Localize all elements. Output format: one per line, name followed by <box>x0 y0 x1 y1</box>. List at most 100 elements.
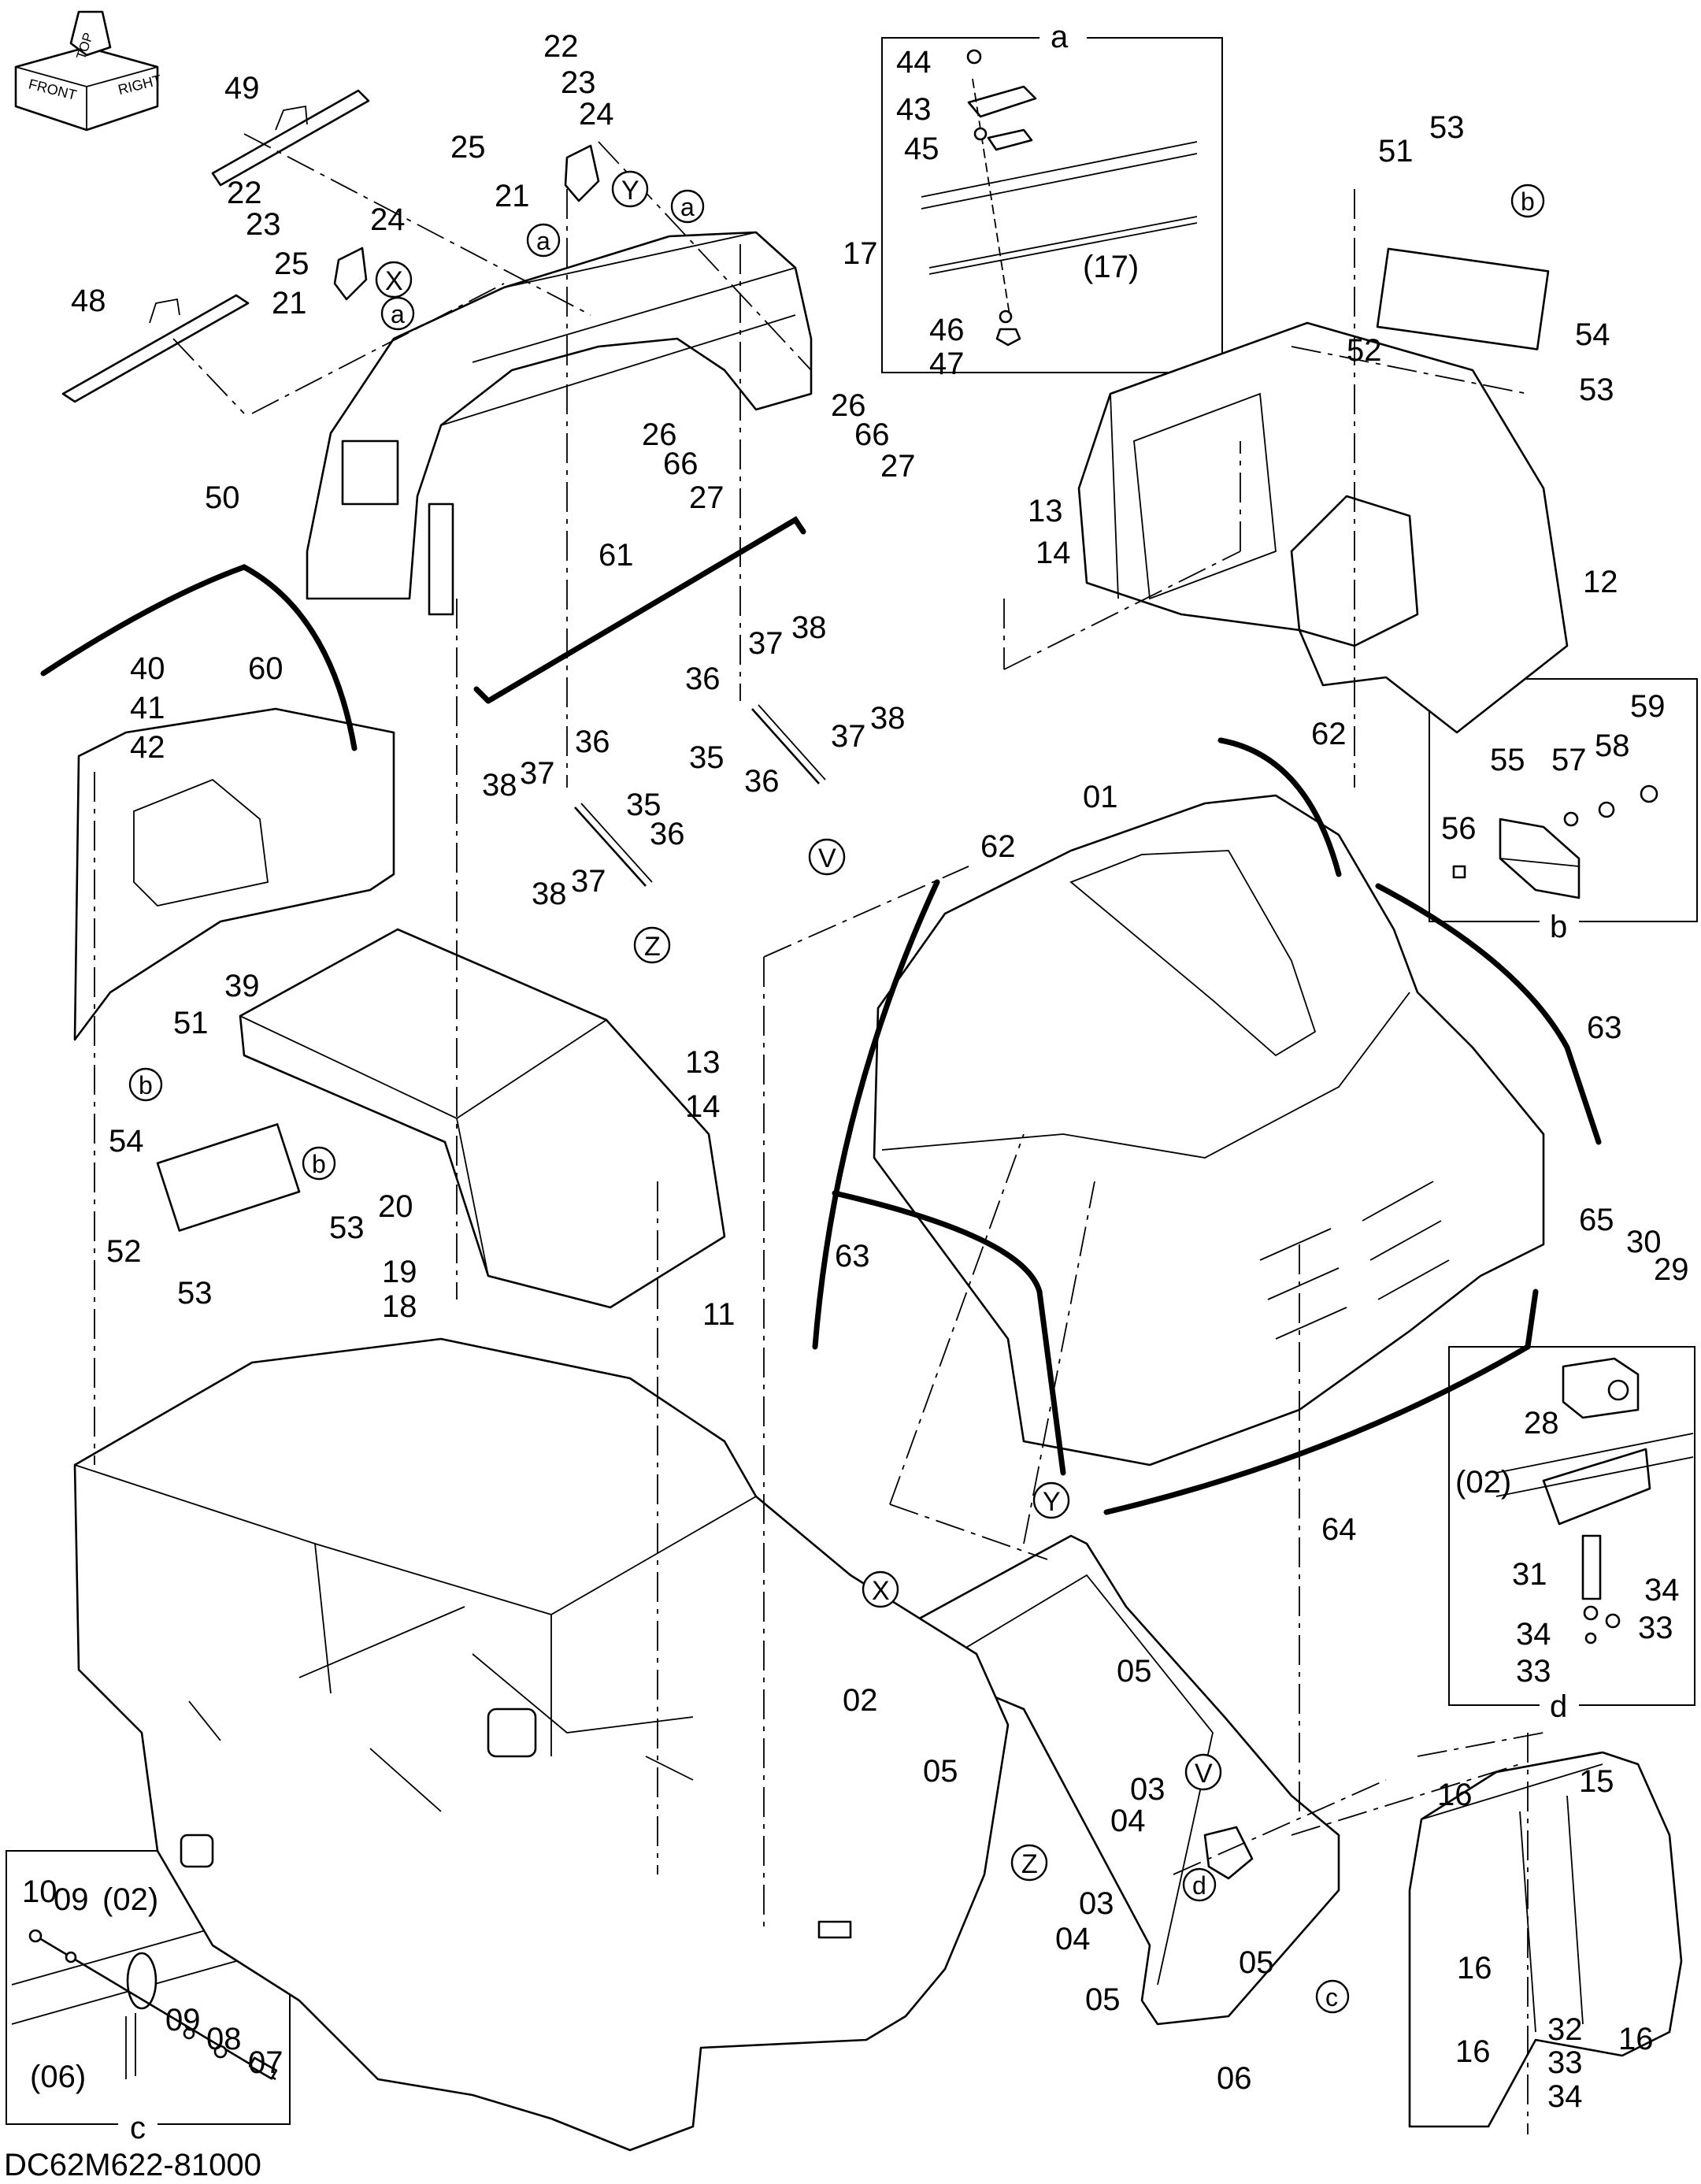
ref-circle-d-label: d <box>1192 1871 1206 1900</box>
part-label-66b: 66 <box>663 447 699 481</box>
ref-circle-y-upper <box>611 170 649 208</box>
part-label-38c: 38 <box>482 768 517 803</box>
ref-circle-x-lower-label: X <box>872 1576 890 1606</box>
part-label-62b: 62 <box>980 829 1016 864</box>
floor-cover-11 <box>239 928 726 1309</box>
ref-circle-z-upper-label: Z <box>644 932 661 962</box>
part-label-58: 58 <box>1595 729 1630 763</box>
part-label-34a: 34 <box>1644 1573 1680 1607</box>
chassis-frame <box>73 1337 1010 2152</box>
leader-lines <box>94 133 1544 2134</box>
hood-frame-02 <box>896 1534 1340 2026</box>
part-label-33b: 33 <box>1516 1654 1551 1689</box>
part-label-37b: 37 <box>831 719 866 754</box>
part-label-31: 31 <box>1512 1557 1547 1592</box>
ref-circles: X Y Z V X Y Z V a a a b b b c d <box>128 170 1545 2014</box>
part-label-63a: 63 <box>1587 1010 1622 1045</box>
callout-label-d: d <box>1550 1689 1567 1724</box>
part-label-19: 19 <box>382 1255 417 1289</box>
part-label-02ref-d: (02) <box>1455 1465 1511 1500</box>
part-label-30: 30 <box>1626 1225 1662 1259</box>
part-label-37d: 37 <box>571 864 606 899</box>
part-label-05b: 05 <box>923 1754 958 1789</box>
part-label-53c: 53 <box>1429 110 1465 145</box>
part-label-22a: 22 <box>543 29 579 64</box>
ref-circle-d <box>1182 1867 1217 1902</box>
ref-circle-a-2-label: a <box>680 193 695 221</box>
ref-circle-b-2 <box>128 1067 163 1102</box>
gas-strut-35-left-inner <box>580 803 653 883</box>
part-label-27b: 27 <box>689 480 724 515</box>
part-label-21a: 21 <box>495 179 530 213</box>
part-label-05a: 05 <box>1117 1654 1152 1689</box>
part-label-12: 12 <box>1583 565 1618 599</box>
part-label-18: 18 <box>382 1289 417 1324</box>
part-label-27a: 27 <box>880 449 916 484</box>
part-label-65: 65 <box>1579 1203 1614 1237</box>
part-label-06: 06 <box>1217 2061 1252 2096</box>
ref-circle-z-lower <box>1010 1844 1048 1882</box>
part-label-39: 39 <box>224 969 260 1003</box>
part-label-25b: 25 <box>274 247 309 281</box>
hinge-21-upper <box>564 144 600 202</box>
part-label-17: 17 <box>843 236 878 271</box>
seal-63-right <box>1375 883 1602 1145</box>
part-label-34c: 34 <box>1547 2079 1583 2114</box>
part-label-36d: 36 <box>650 817 685 851</box>
part-label-06ref: (06) <box>30 2060 86 2094</box>
ref-circle-v-upper <box>808 838 846 876</box>
part-label-36c: 36 <box>575 725 610 759</box>
part-label-21b: 21 <box>272 286 307 321</box>
orientation-cube-icon: TOP FRONT RIGHT <box>14 10 163 132</box>
part-label-33c: 33 <box>1547 2045 1583 2080</box>
ref-circle-y-lower-label: Y <box>1043 1487 1061 1517</box>
ref-circle-v-lower <box>1184 1753 1222 1791</box>
part-label-40: 40 <box>130 651 165 686</box>
part-label-55: 55 <box>1490 743 1525 777</box>
ref-circle-b-3-label: b <box>312 1150 326 1178</box>
part-label-41: 41 <box>130 691 165 725</box>
part-label-54b: 54 <box>1575 317 1610 352</box>
part-label-53a: 53 <box>329 1211 365 1245</box>
ref-circle-b-1 <box>1510 184 1545 218</box>
part-label-38b: 38 <box>870 701 906 736</box>
part-label-36b: 36 <box>744 764 780 799</box>
part-label-50: 50 <box>205 480 240 515</box>
part-label-28: 28 <box>1524 1406 1559 1441</box>
part-label-53b: 53 <box>177 1276 213 1311</box>
cover-plate-49 <box>211 89 370 187</box>
part-label-38a: 38 <box>791 610 827 645</box>
ref-circle-c <box>1315 1979 1350 2014</box>
part-label-05d: 05 <box>1239 1945 1274 1980</box>
ref-circle-v-lower-label: V <box>1195 1759 1213 1789</box>
part-label-24a: 24 <box>579 97 614 132</box>
cover-plate-48 <box>61 294 250 403</box>
callout-box-a: a <box>881 20 1223 373</box>
ref-circle-b-3 <box>302 1146 336 1181</box>
part-label-08: 08 <box>206 2022 242 2056</box>
part-label-57: 57 <box>1551 743 1587 777</box>
part-label-13b: 13 <box>1028 494 1063 528</box>
rear-body-part-17 <box>306 231 813 616</box>
ref-circle-b-1-label: b <box>1521 187 1535 216</box>
part-label-33a: 33 <box>1638 1611 1673 1645</box>
part-label-15: 15 <box>1579 1764 1614 1799</box>
part-label-32: 32 <box>1547 2012 1583 2047</box>
part-label-23a: 23 <box>561 65 596 100</box>
part-label-35a: 35 <box>689 740 724 775</box>
part-label-10: 10 <box>22 1874 57 1909</box>
seal-62-right <box>1217 737 1342 877</box>
part-label-45: 45 <box>904 132 939 166</box>
part-label-52a: 52 <box>106 1234 142 1269</box>
trim-strip-60 <box>40 564 358 751</box>
part-label-17ref: (17) <box>1083 250 1139 284</box>
gas-strut-35-right-inner <box>758 704 826 781</box>
rod-61 <box>473 516 806 704</box>
part-label-37c: 37 <box>520 756 555 791</box>
ref-circle-a-2 <box>670 189 705 224</box>
gas-strut-35-left <box>574 806 647 887</box>
part-label-47: 47 <box>929 347 965 381</box>
plate-54-lower <box>156 1123 301 1232</box>
drawing-code: DC62M622-81000 <box>4 2148 261 2182</box>
part-label-51b: 51 <box>1378 134 1414 169</box>
